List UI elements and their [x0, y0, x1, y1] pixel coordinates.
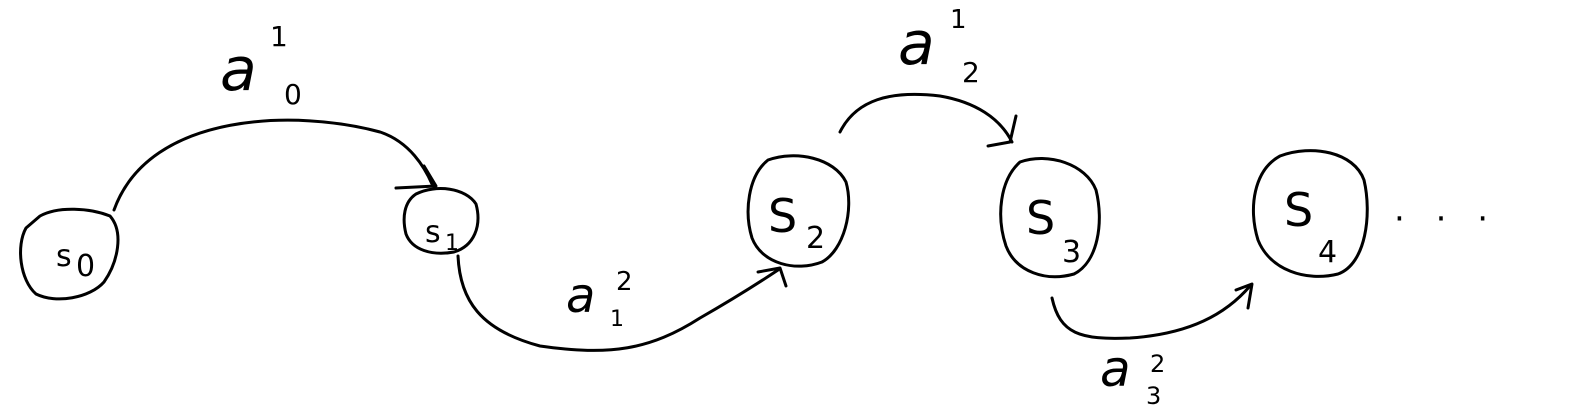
arc-s0-to-s1	[112, 118, 438, 212]
continuation-ellipsis: · · ·	[1394, 199, 1498, 239]
action-superscript: 2	[1150, 350, 1165, 378]
action-label-a2-1: a 1 2	[898, 5, 980, 89]
state-s1-letter: s	[425, 215, 441, 250]
arc-s2-to-s3	[838, 92, 1018, 148]
action-letter: a	[220, 35, 257, 105]
state-s0-letter: s	[56, 239, 72, 274]
state-s1-subscript: 1	[445, 231, 459, 256]
action-subscript: 2	[962, 56, 980, 89]
arrowhead-icon	[756, 266, 788, 288]
arrowhead-icon	[394, 164, 438, 190]
arc-s1-to-s2	[456, 254, 788, 352]
state-s2-letter: S	[768, 189, 797, 243]
action-superscript: 2	[616, 267, 633, 297]
action-superscript: 1	[950, 5, 967, 35]
action-superscript: 1	[270, 20, 288, 53]
action-letter: a	[566, 268, 595, 324]
arc-s3-to-s4	[1050, 282, 1254, 340]
action-letter: a	[1100, 340, 1131, 398]
state-s4-letter: S	[1284, 183, 1313, 237]
action-subscript: 1	[610, 307, 624, 332]
state-s3-subscript: 3	[1062, 235, 1081, 270]
action-subscript: 3	[1146, 382, 1161, 410]
state-node-s3: S 3	[999, 157, 1101, 279]
state-s3-letter: S	[1026, 191, 1055, 245]
action-label-a0-1: a 1 0	[220, 20, 302, 111]
state-s4-subscript: 4	[1318, 235, 1337, 270]
arrowhead-icon	[986, 114, 1018, 148]
action-label-a1-2: a 2 1	[566, 267, 633, 332]
action-subscript: 0	[284, 78, 302, 111]
state-s0-subscript: 0	[76, 249, 95, 284]
state-node-s1: s 1	[402, 187, 480, 256]
arrowhead-icon	[1234, 282, 1254, 310]
action-label-a3-2: a 2 3	[1100, 340, 1165, 410]
state-s2-subscript: 2	[806, 221, 825, 256]
state-node-s2: S 2	[746, 154, 851, 268]
state-node-s4: S 4	[1251, 149, 1369, 278]
state-node-s0: s 0	[19, 207, 120, 301]
action-letter: a	[898, 9, 935, 79]
